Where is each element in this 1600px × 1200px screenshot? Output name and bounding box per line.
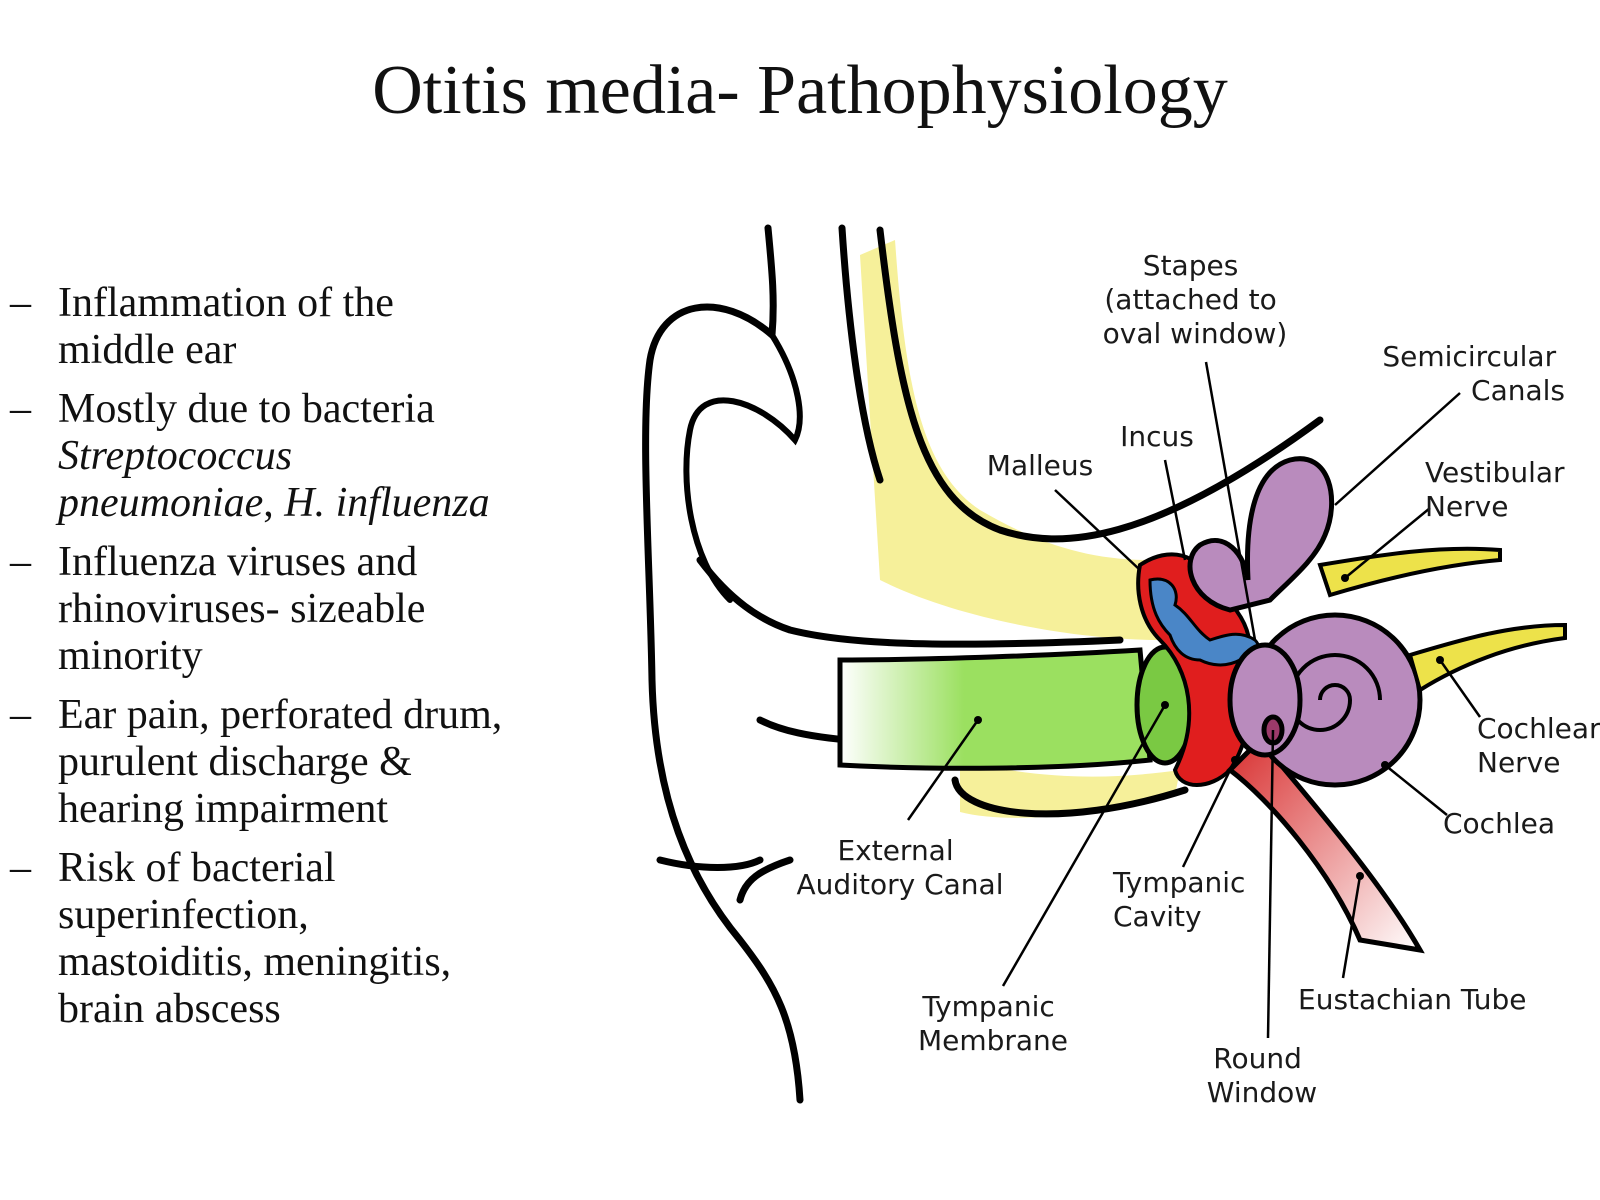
- bullet-line: mastoiditis, meningitis,: [58, 939, 452, 985]
- bullet-line: minority: [58, 633, 203, 679]
- label-round-window: Round Window: [1207, 1042, 1317, 1109]
- leader-dots: [974, 574, 1444, 880]
- bullet-line-italic: H. influenza: [284, 480, 490, 526]
- ear-anatomy-diagram: Stapes (attached to oval window) Semicir…: [642, 224, 1600, 1109]
- label-eustachian-tube: Eustachian Tube: [1298, 983, 1526, 1016]
- slide-title: Otitis media- Pathophysiology: [372, 52, 1228, 129]
- bullet-line: Risk of bacterial: [58, 845, 336, 891]
- bullet-item: – Ear pain, perforated drum, purulent di…: [10, 692, 610, 833]
- bullet-dash: –: [10, 845, 31, 891]
- bullet-line-italic: pneumoniae: [58, 480, 264, 526]
- eustachian-tube: [1226, 736, 1425, 954]
- external-auditory-canal: [837, 647, 1153, 771]
- vestibular-nerve: [1317, 546, 1502, 598]
- bullet-dash: –: [10, 280, 31, 326]
- bullet-line: hearing impairment: [58, 786, 389, 832]
- bullet-list: – Inflammation of the middle ear – Mostl…: [10, 280, 610, 1045]
- label-semicircular-canals: Semicircular Canals: [1382, 340, 1565, 407]
- label-cochlea: Cochlea: [1443, 807, 1555, 840]
- bullet-line: Ear pain, perforated drum,: [58, 692, 503, 738]
- bullet-dash: –: [10, 539, 31, 585]
- bullet-line: Influenza viruses and: [58, 539, 418, 585]
- label-tympanic-cavity: Tympanic Cavity: [1112, 866, 1254, 933]
- bullet-line: superinfection,: [58, 892, 309, 938]
- bullet-separator: ,: [263, 480, 285, 526]
- cochlear-nerve: [1407, 622, 1567, 694]
- bullet-item: – Inflammation of the middle ear: [10, 280, 610, 374]
- label-stapes: Stapes (attached to oval window): [1103, 249, 1288, 350]
- bullet-dash: –: [10, 386, 31, 432]
- bullet-dash: –: [10, 692, 31, 738]
- label-vestibular-nerve: Vestibular Nerve: [1425, 456, 1573, 523]
- semicircular-canals: [1187, 456, 1334, 613]
- bullet-item: – Mostly due to bacteria Streptococcus p…: [10, 386, 610, 527]
- pinna: [642, 224, 1324, 1104]
- label-external-auditory-canal: External Auditory Canal: [797, 834, 1004, 901]
- label-cochlear-nerve: Cochlear Nerve: [1477, 712, 1600, 779]
- bullet-line: middle ear: [58, 327, 237, 373]
- temporal-bone-upper: [860, 240, 1160, 640]
- label-malleus: Malleus: [987, 449, 1093, 482]
- bullet-line-italic: Streptococcus: [58, 433, 293, 479]
- leader-lines: [906, 361, 1482, 1039]
- bullet-line: brain abscess: [58, 986, 281, 1032]
- inner-ear: [1187, 456, 1423, 788]
- bullet-item: – Influenza viruses and rhinoviruses- si…: [10, 539, 610, 680]
- bullet-line: rhinoviruses- sizeable: [58, 586, 426, 632]
- bullet-line: Inflammation of the: [58, 280, 394, 326]
- bullet-item: – Risk of bacterial superinfection, mast…: [10, 845, 610, 1033]
- label-tympanic-membrane: Tympanic Membrane: [918, 990, 1068, 1057]
- label-incus: Incus: [1120, 420, 1194, 453]
- bullet-line: Mostly due to bacteria: [58, 386, 435, 432]
- bullet-line: purulent discharge &: [58, 739, 412, 785]
